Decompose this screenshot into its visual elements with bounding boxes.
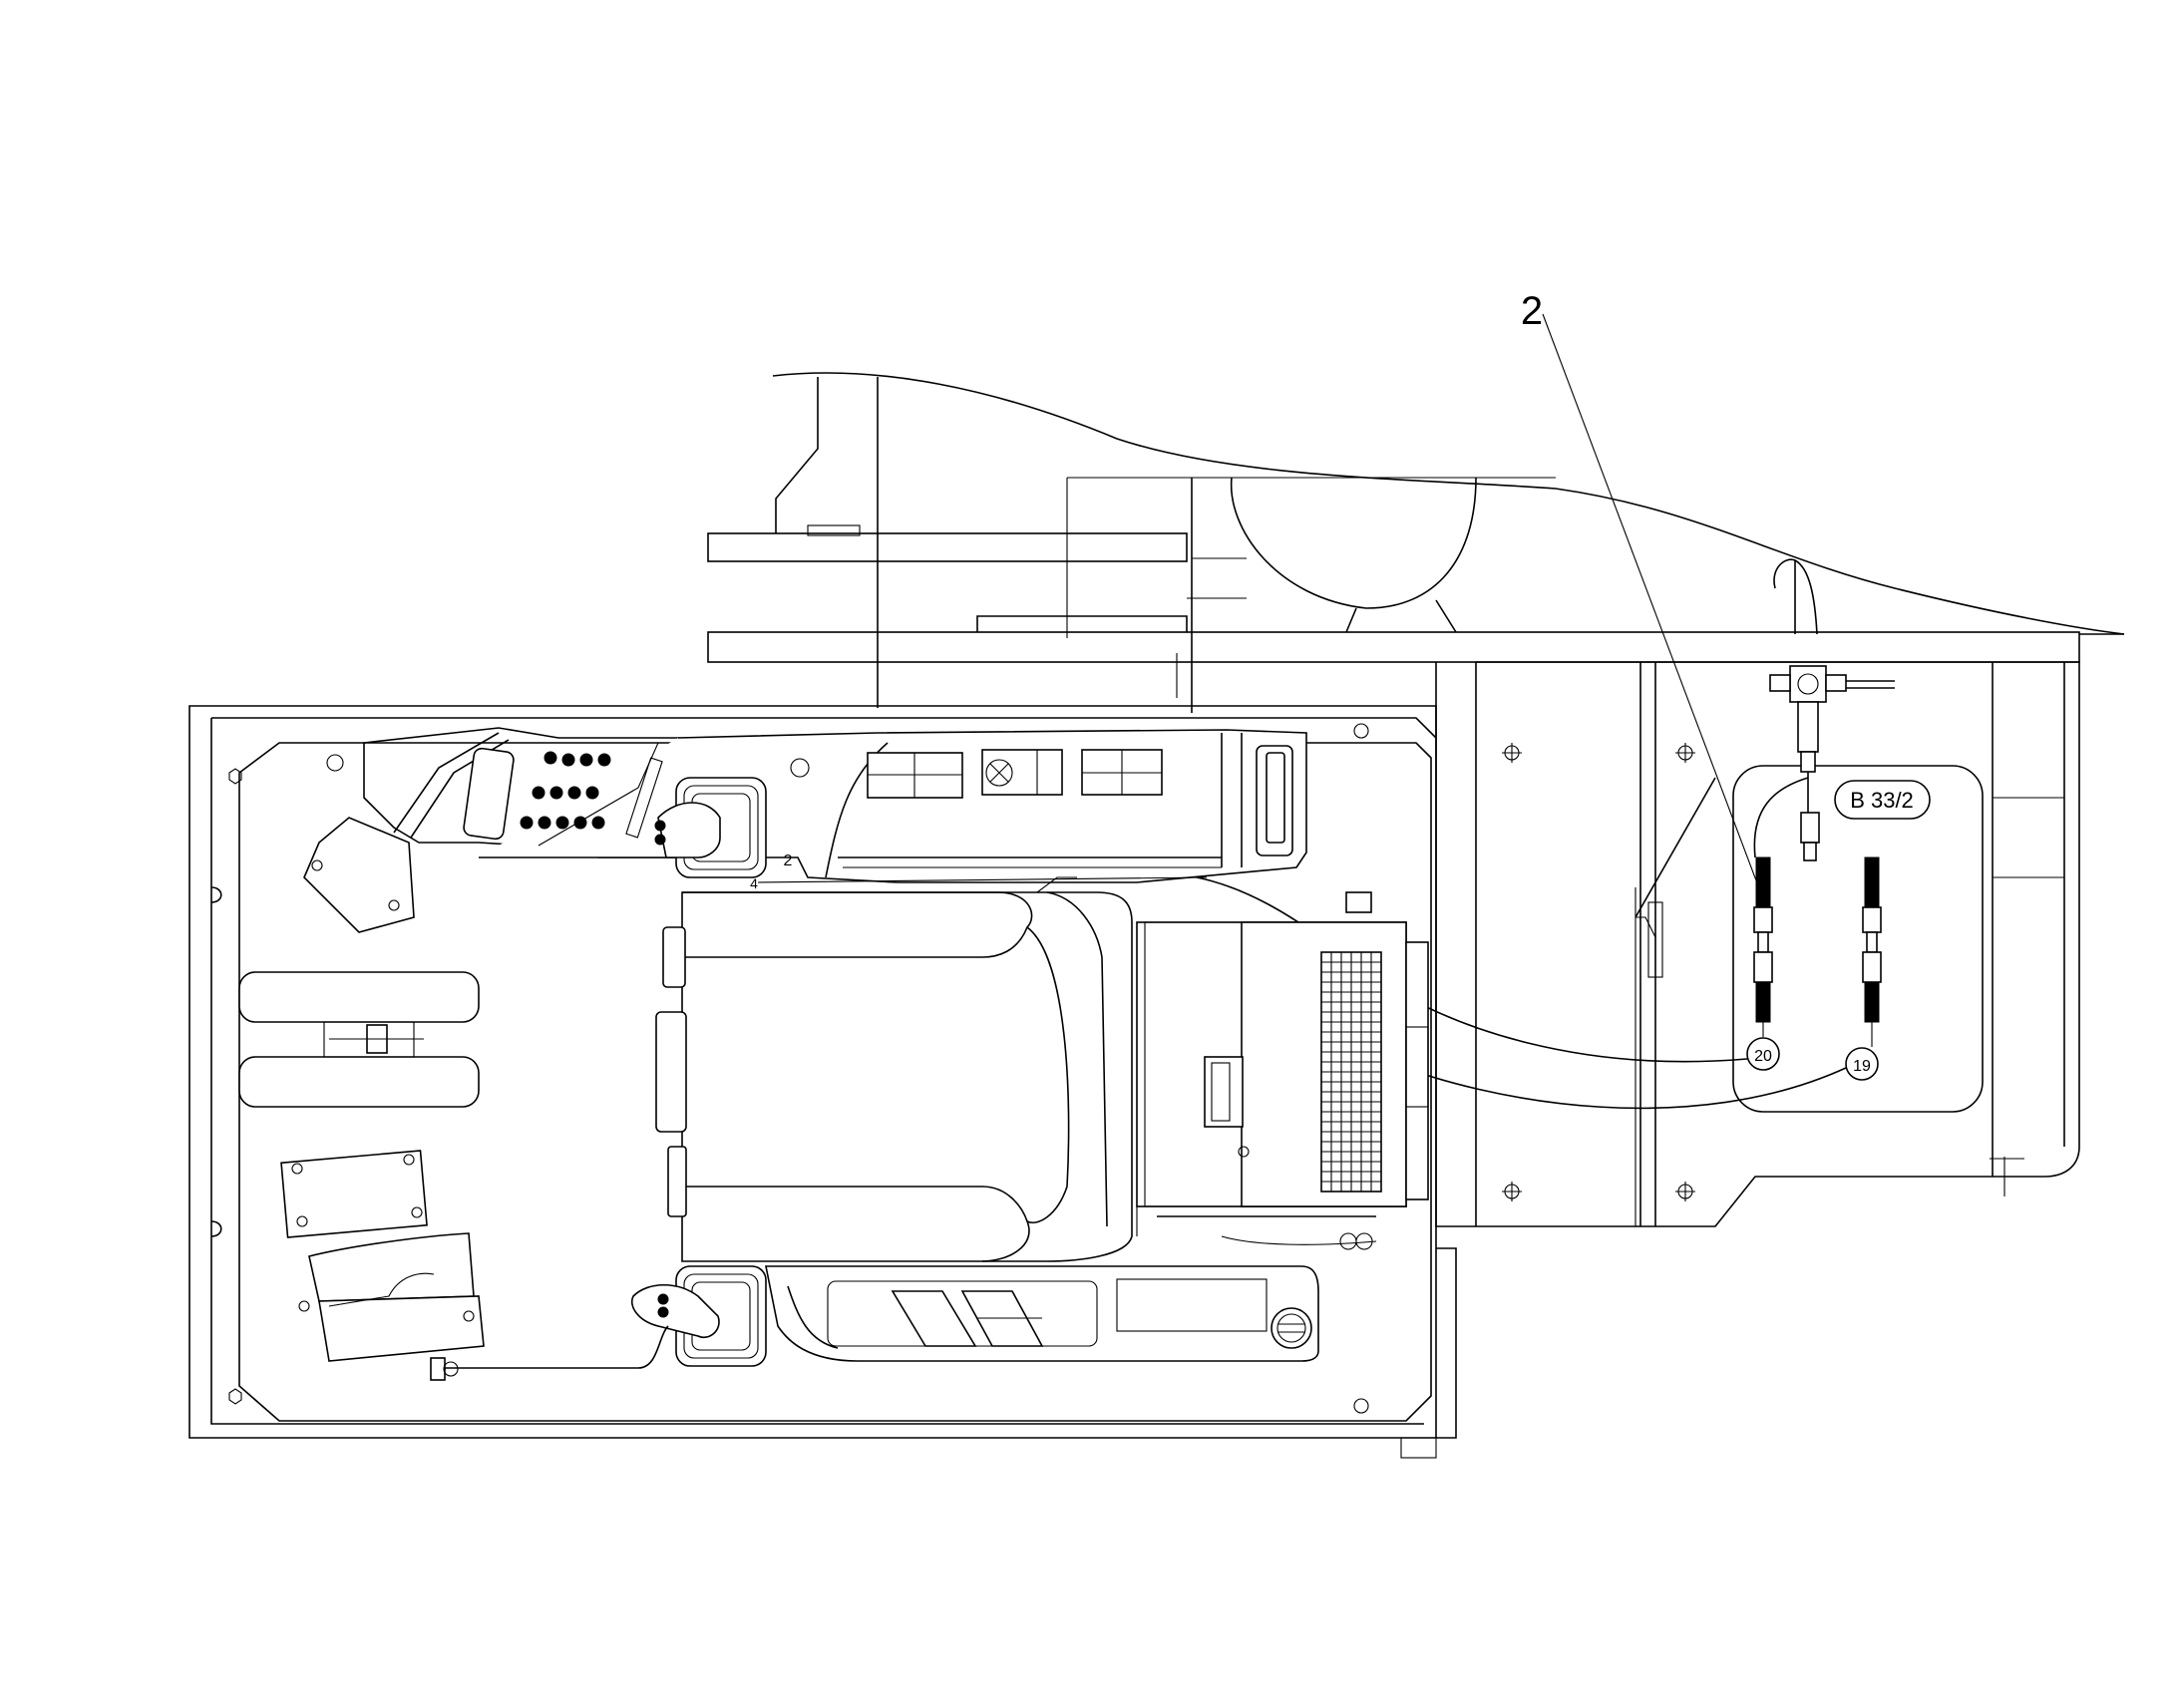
- side-frame: [1435, 661, 2080, 1227]
- connector-label: B 33/2: [1834, 780, 1931, 820]
- foot-pedal-upper: [238, 971, 480, 1023]
- valve-assembly: B 33/2: [1769, 665, 1931, 861]
- connector-label-text: B 33/2: [1850, 788, 1914, 813]
- small-callout-2: 2: [784, 853, 793, 869]
- machine-body-outline: [707, 372, 2125, 713]
- heater-control: [1204, 1056, 1244, 1128]
- lower-console: [765, 1265, 1319, 1362]
- joystick-left: [631, 1265, 767, 1367]
- hose-19-label: 19: [1853, 1058, 1871, 1075]
- hose-19-marker: [1845, 1047, 1879, 1081]
- heater-unit: [1136, 891, 1429, 1250]
- hose-20-label: 20: [1754, 1048, 1772, 1065]
- foot-pedal-lower: [238, 1056, 480, 1108]
- callout-number: 2: [1521, 289, 1543, 333]
- joystick-right: [654, 777, 767, 878]
- callout-leader: [1542, 313, 1766, 905]
- operator-seat: [655, 876, 1133, 1262]
- upper-console: 2 4: [363, 727, 1307, 891]
- left-panels: [238, 817, 669, 1381]
- switch-bank: [520, 751, 611, 830]
- hose-20-marker: [1746, 1037, 1780, 1071]
- cab-floor-plate: [188, 705, 1457, 1459]
- small-callout-4: 4: [750, 875, 758, 891]
